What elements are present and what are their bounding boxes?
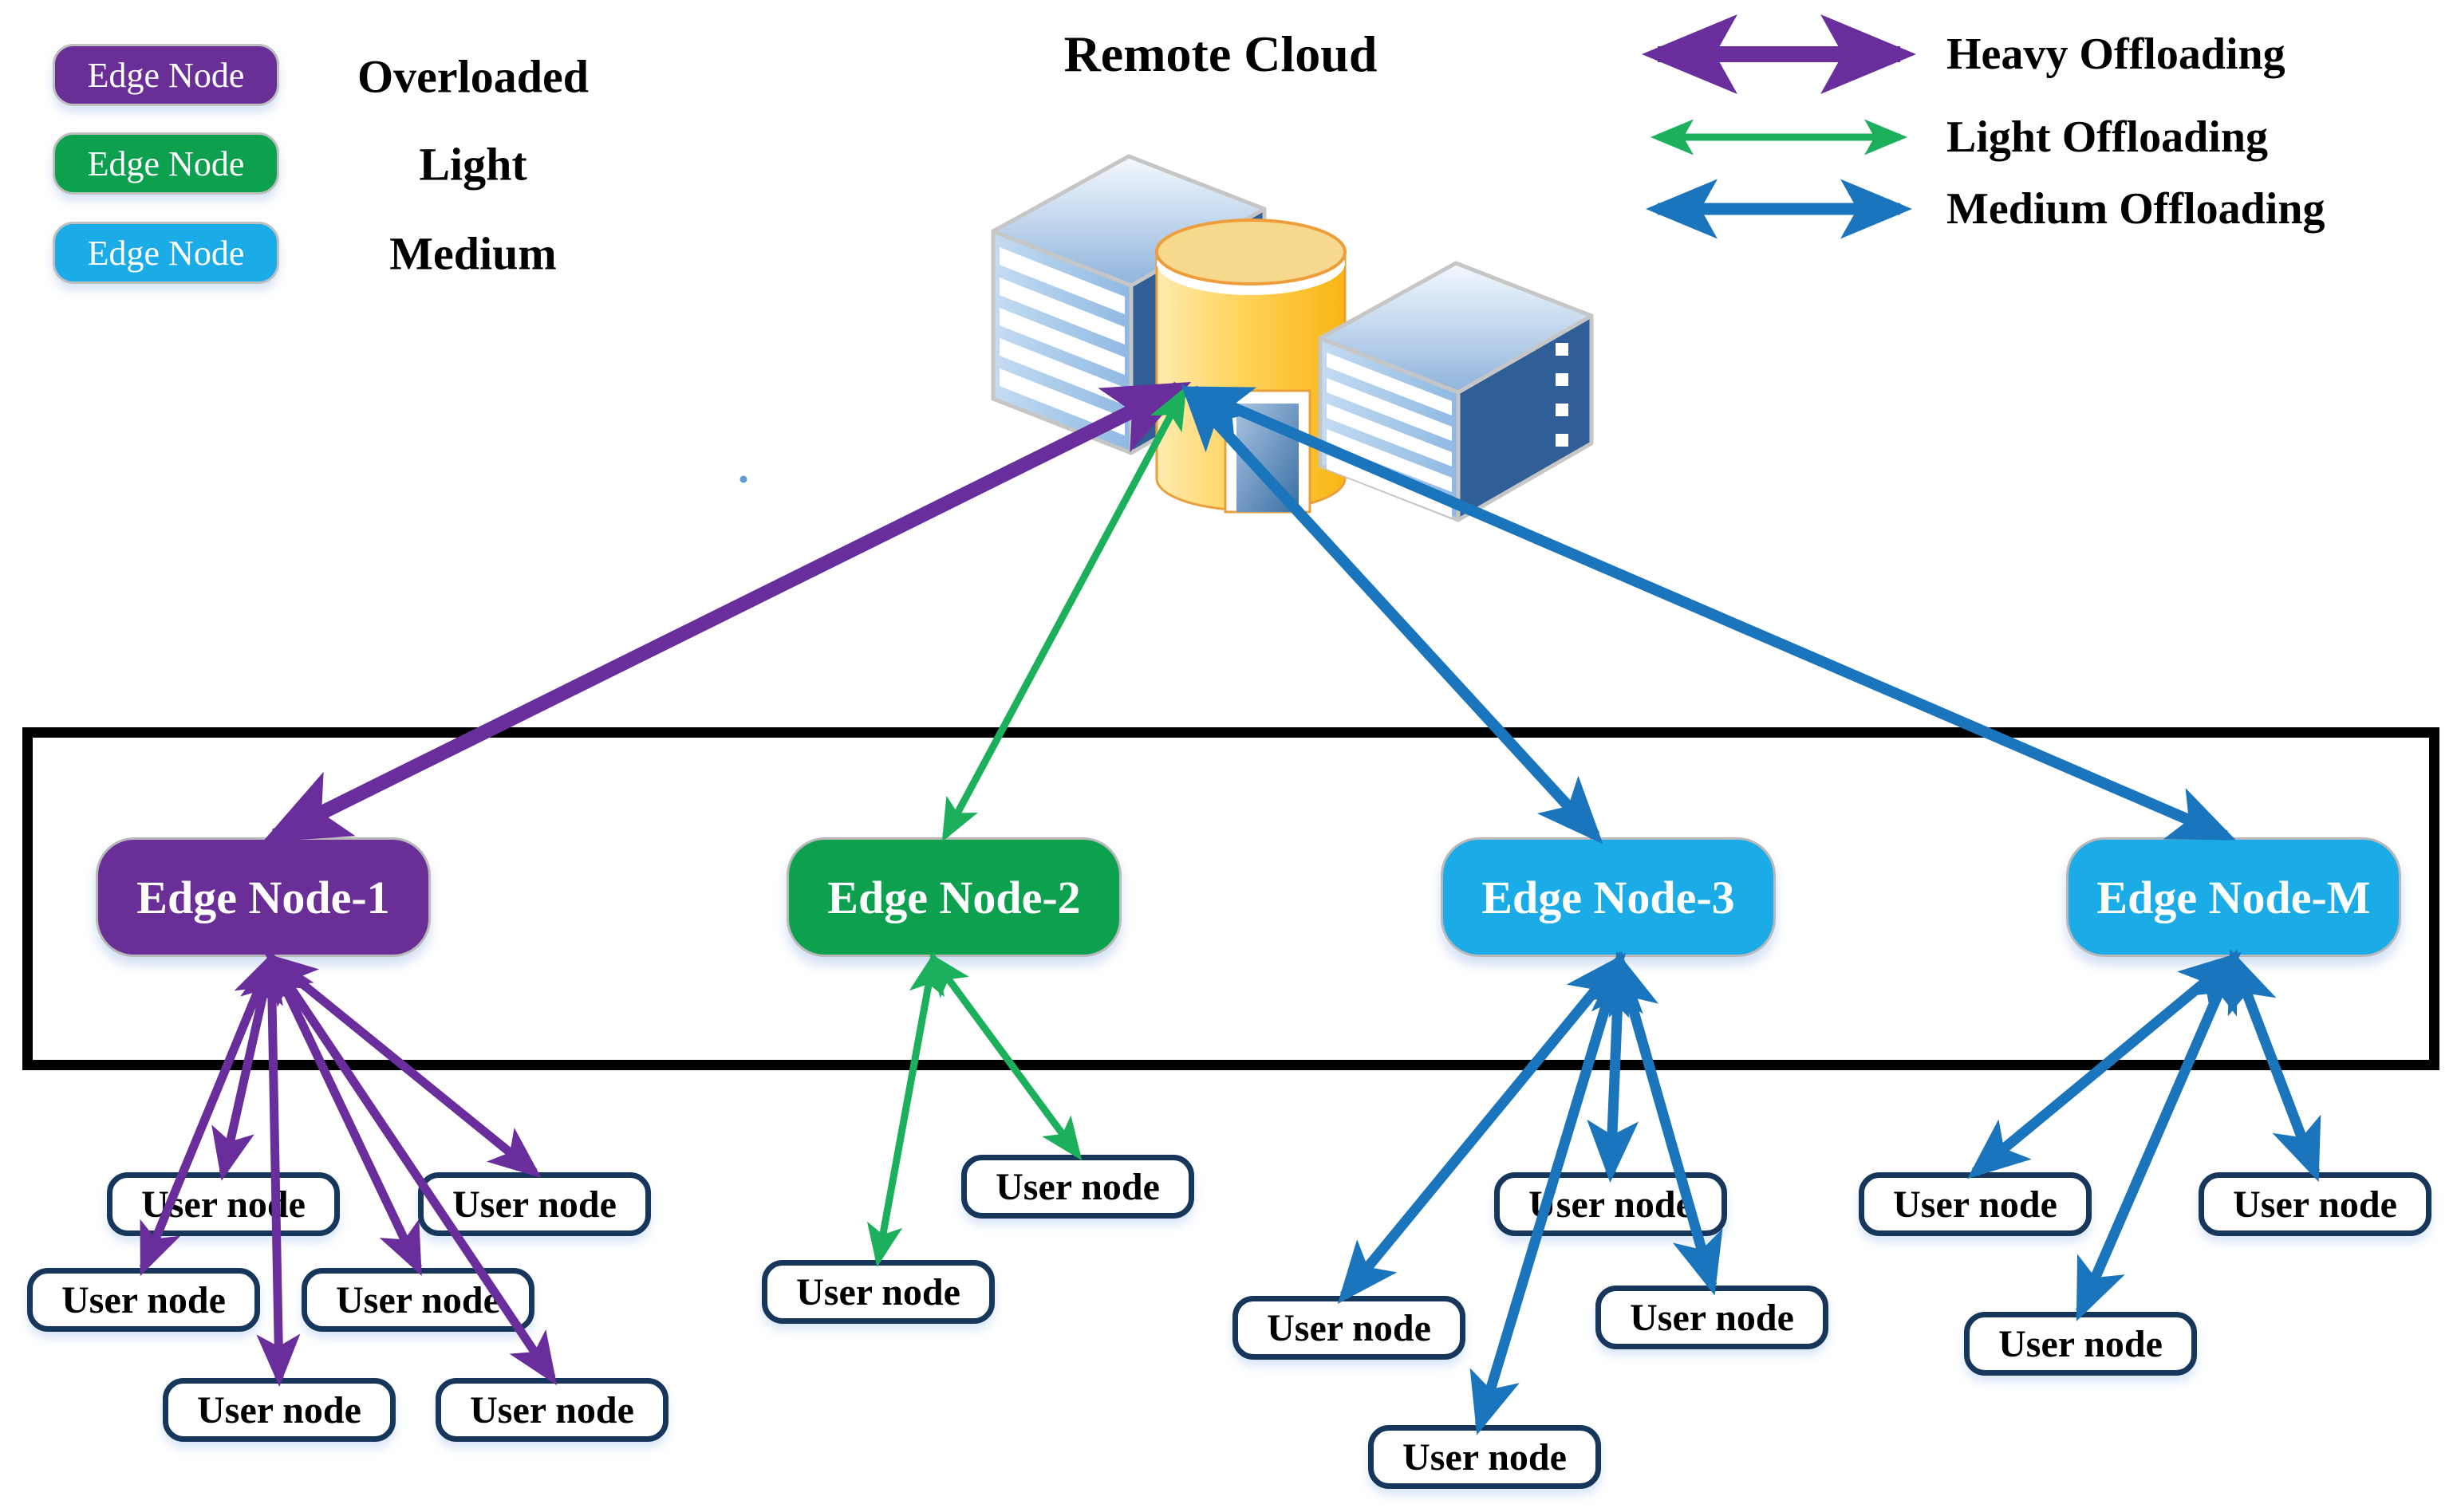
user-node: User node: [762, 1260, 995, 1324]
user-node: User node: [1232, 1296, 1465, 1360]
page-title: Remote Cloud: [1063, 26, 1378, 82]
edge-node-m: Edge Node-M: [2066, 837, 2401, 957]
edge-node-2: Edge Node-2: [787, 837, 1122, 957]
user-node: User node: [1859, 1172, 2092, 1236]
server-tower-icon: [1318, 261, 1594, 522]
legend-status-light: Light: [419, 138, 527, 191]
user-node: User node: [1368, 1425, 1601, 1489]
user-node: User node: [1595, 1286, 1828, 1349]
legend-status-overloaded: Overloaded: [357, 50, 589, 103]
stray-dot: [739, 475, 747, 483]
user-node: User node: [1964, 1312, 2197, 1376]
user-node: User node: [961, 1155, 1194, 1219]
user-node: User node: [27, 1268, 260, 1332]
user-node: User node: [163, 1378, 396, 1442]
user-node: User node: [107, 1172, 340, 1236]
legend-status-medium: Medium: [389, 227, 557, 280]
user-node: User node: [418, 1172, 651, 1236]
legend-pill-label: Edge Node: [87, 144, 245, 183]
legend-edge-node-medium: Edge Node: [53, 222, 279, 284]
legend-heavy-offloading-label: Heavy Offloading: [1946, 30, 2285, 79]
server-tower-icon: [991, 154, 1267, 455]
legend-medium-offloading-label: Medium Offloading: [1946, 184, 2325, 234]
legend-pill-label: Edge Node: [87, 55, 245, 95]
legend-edge-node-overloaded: Edge Node: [53, 44, 279, 106]
legend-edge-node-light: Edge Node: [53, 132, 279, 195]
legend-light-offloading-label: Light Offloading: [1946, 112, 2268, 162]
arrow-legend-glyphs: [1642, 14, 1916, 239]
door-icon: [1224, 389, 1311, 514]
user-node: User node: [302, 1268, 534, 1332]
user-node: User node: [2199, 1172, 2431, 1236]
edge-node-3: Edge Node-3: [1441, 837, 1776, 957]
legend-pill-label: Edge Node: [87, 233, 245, 273]
user-node: User node: [1494, 1172, 1727, 1236]
remote-cloud-graphic: [991, 154, 1594, 522]
database-cylinder-icon: [1155, 219, 1347, 514]
user-node: User node: [436, 1378, 668, 1442]
edge-node-1: Edge Node-1: [96, 837, 431, 957]
